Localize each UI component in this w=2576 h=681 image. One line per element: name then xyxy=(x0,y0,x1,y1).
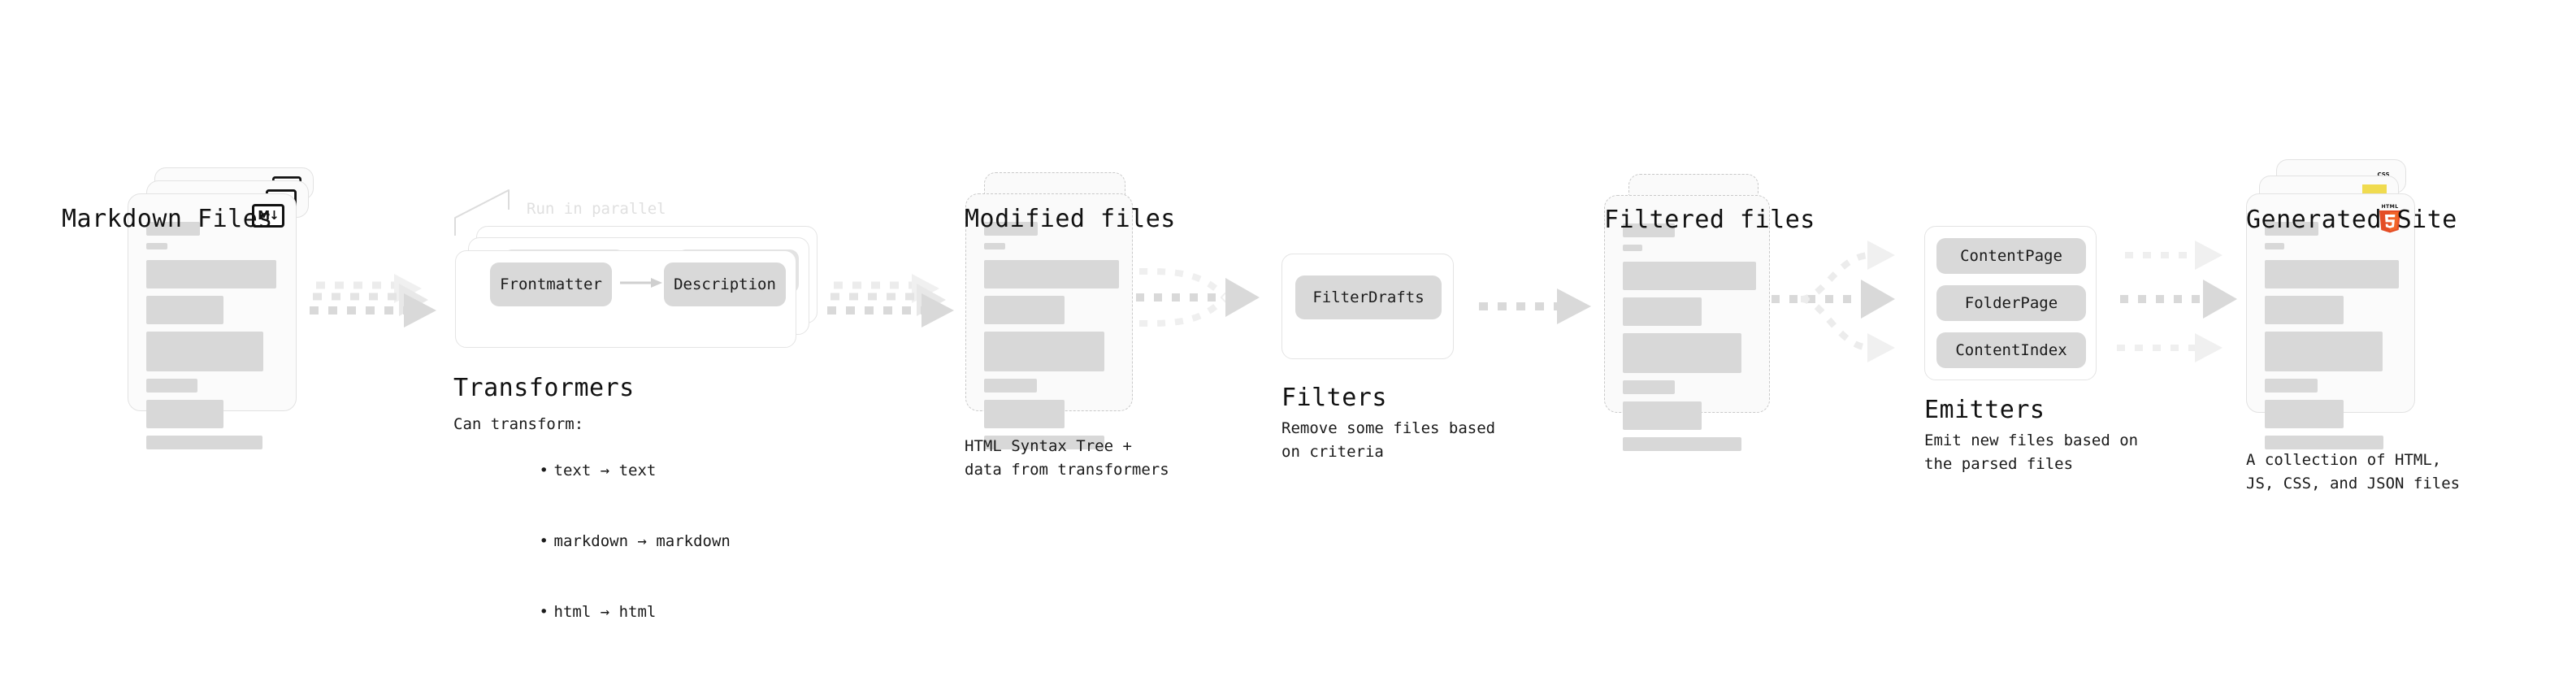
markdown-logo-icon: M↓ xyxy=(252,204,284,228)
transformer-group-front: Frontmatter Description xyxy=(455,250,796,348)
skeleton-bar xyxy=(2265,243,2284,249)
markdown-file-card-front: M↓ xyxy=(128,193,297,449)
file-skeleton-bars xyxy=(146,222,280,457)
skeleton-bar xyxy=(2265,296,2344,324)
skeleton-bar xyxy=(2265,379,2318,393)
skeleton-bar xyxy=(984,400,1065,428)
skeleton-bar xyxy=(146,379,197,393)
skeleton-bar xyxy=(984,296,1065,324)
stage-title-filtered-files: Filtered files xyxy=(1604,206,1815,234)
emitter-chip-folderpage[interactable]: FolderPage xyxy=(1936,285,2086,321)
transformer-chip-frontmatter[interactable]: Frontmatter xyxy=(490,262,612,306)
skeleton-bar xyxy=(2265,260,2399,288)
bullet-dot: • xyxy=(539,462,549,479)
run-in-parallel-brace xyxy=(453,189,551,237)
skeleton-bar xyxy=(1623,262,1756,290)
emitters-description: Emit new files based on the parsed files xyxy=(1924,432,2139,473)
connector-markdown-to-transformers xyxy=(310,272,459,337)
skeleton-bar xyxy=(1623,223,1675,237)
skeleton-bar xyxy=(1623,380,1675,394)
connector-filters-to-filtered xyxy=(1479,288,1609,329)
skeleton-bar xyxy=(984,379,1037,393)
stage-title-markdown-files: Markdown Files xyxy=(62,205,273,233)
bullet-dot: • xyxy=(539,532,549,550)
html5-logo-icon: HTML xyxy=(2377,202,2403,233)
skeleton-bar xyxy=(146,400,223,428)
skeleton-bar xyxy=(146,296,223,324)
skeleton-bar xyxy=(146,243,167,249)
skeleton-bar xyxy=(1623,333,1741,373)
transformers-bullet-list: •text → text •markdown → markdown •html … xyxy=(465,436,731,648)
skeleton-bar xyxy=(2265,222,2318,236)
modified-file-card-front xyxy=(965,193,1133,449)
skeleton-bar xyxy=(146,260,276,288)
skeleton-bar xyxy=(2265,400,2344,428)
skeleton-bar xyxy=(146,332,263,371)
svg-text:CSS: CSS xyxy=(2377,171,2389,178)
skeleton-bar xyxy=(984,222,1038,236)
stage-title-transformers: Transformers xyxy=(453,374,635,402)
transformers-bullet-item: •text → text xyxy=(465,436,731,506)
transformers-description: Can transform: xyxy=(453,415,584,433)
file-skeleton-bars xyxy=(1623,223,1756,458)
stage-title-filters: Filters xyxy=(1281,384,1387,412)
filters-description: Remove some files based on criteria xyxy=(1281,419,1496,461)
skeleton-bar xyxy=(1623,245,1642,251)
connector-filtered-to-emitters xyxy=(1772,234,1926,380)
skeleton-bar xyxy=(984,260,1119,288)
skeleton-bar xyxy=(1623,437,1741,451)
file-skeleton-bars xyxy=(984,222,1119,457)
transformer-chip-description[interactable]: Description xyxy=(664,262,786,306)
modified-files-description: HTML Syntax Tree + data from transformer… xyxy=(965,437,1169,479)
transformers-bullet-item: •html → html xyxy=(465,577,731,648)
connector-emitters-to-site xyxy=(2117,234,2271,380)
site-file-card-html: HTML xyxy=(2246,193,2415,449)
stage-title-modified-files: Modified files xyxy=(965,205,1176,233)
skeleton-bar xyxy=(984,436,1104,449)
skeleton-bar xyxy=(984,332,1104,371)
filters-group-box: FilterDrafts xyxy=(1281,254,1454,359)
skeleton-bar xyxy=(1623,297,1702,326)
skeleton-bar xyxy=(2265,332,2383,371)
skeleton-bar xyxy=(146,222,200,236)
svg-text:HTML: HTML xyxy=(2381,204,2398,210)
skeleton-bar xyxy=(984,243,1005,249)
connector-transformers-to-modified xyxy=(827,272,977,337)
emitter-chip-contentindex[interactable]: ContentIndex xyxy=(1936,332,2086,368)
transformers-bullet-item: •markdown → markdown xyxy=(465,506,731,577)
skeleton-bar xyxy=(1623,401,1702,430)
file-skeleton-bars xyxy=(2265,222,2399,457)
bullet-dot: • xyxy=(539,603,549,621)
emitters-group-box: ContentPage FolderPage ContentIndex xyxy=(1924,226,2097,380)
emitter-chip-contentpage[interactable]: ContentPage xyxy=(1936,238,2086,274)
connector-modified-to-filters xyxy=(1136,254,1290,343)
generated-site-description: A collection of HTML, JS, CSS, and JSON … xyxy=(2246,451,2461,492)
transformer-arrow xyxy=(620,278,662,288)
markdown-logo-text: M↓ xyxy=(252,204,284,228)
stage-title-emitters: Emitters xyxy=(1924,396,2045,424)
skeleton-bar xyxy=(2265,436,2383,449)
run-in-parallel-label: Run in parallel xyxy=(527,200,666,218)
skeleton-bar xyxy=(146,436,262,449)
stage-title-generated-site: Generated Site xyxy=(2246,206,2457,234)
filter-chip-filterdrafts[interactable]: FilterDrafts xyxy=(1295,275,1442,319)
filtered-file-card-front xyxy=(1604,195,1770,451)
